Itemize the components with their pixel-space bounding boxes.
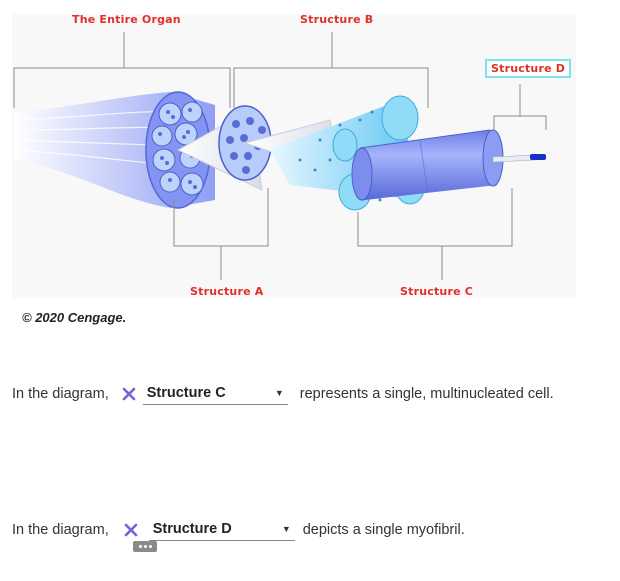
copyright-notice: © 2020 Cengage. (22, 310, 127, 325)
label-structure-b: Structure B (300, 13, 374, 26)
muscle-fiber-cylinder (351, 129, 504, 201)
label-entire-organ: The Entire Organ (72, 13, 181, 26)
more-options-button[interactable] (133, 541, 157, 552)
dot-icon (138, 545, 142, 548)
question-row-2: In the diagram, Structure D ▼ depicts a … (12, 518, 465, 542)
question-2-suffix: depicts a single myofibril. (302, 522, 465, 538)
answer-dropdown-1[interactable]: Structure C ▼ (142, 383, 288, 405)
answer-dropdown-2-value: Structure D (152, 521, 232, 537)
chevron-down-icon: ▼ (281, 524, 291, 534)
muscle-structure-diagram (13, 32, 547, 280)
dot-icon (148, 545, 152, 548)
answer-dropdown-2[interactable]: Structure D ▼ (148, 519, 295, 541)
dot-icon (143, 545, 147, 548)
question-1-suffix: represents a single, multinucleated cell… (299, 386, 554, 402)
answer-dropdown-1-value: Structure C (146, 385, 226, 401)
label-structure-c: Structure C (400, 285, 474, 298)
myofibril (492, 154, 546, 163)
chevron-down-icon: ▼ (274, 388, 284, 398)
question-2-prefix: In the diagram, (12, 522, 109, 538)
x-mark-icon (121, 386, 137, 402)
question-row-1: In the diagram, Structure C ▼ represents… (12, 382, 554, 406)
label-structure-a: Structure A (190, 285, 264, 298)
diagram-brackets (13, 32, 547, 280)
label-structure-d: Structure D (485, 59, 572, 78)
x-mark-icon (123, 522, 139, 538)
question-1-prefix: In the diagram, (12, 386, 109, 402)
